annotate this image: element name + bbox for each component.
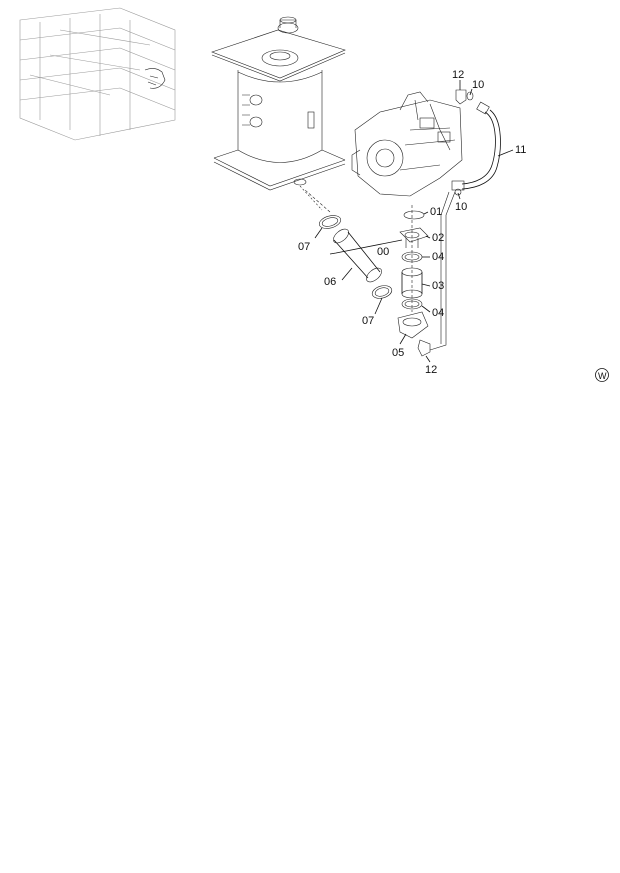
w-mark-letter: W — [598, 371, 607, 381]
suction-line-parts — [304, 189, 431, 357]
callout-07-right: 07 — [362, 315, 374, 327]
callout-04-bottom: 04 — [432, 307, 444, 319]
callout-10-mid: 10 — [455, 201, 467, 213]
w-mark-symbol: W — [595, 368, 609, 382]
callout-11: 11 — [515, 144, 526, 156]
callout-03: 03 — [432, 280, 444, 292]
frame-background-drawing — [19, 7, 176, 141]
callout-01: 01 — [430, 206, 442, 218]
callout-06: 06 — [324, 276, 336, 288]
hose-assembly — [451, 89, 501, 196]
pipe-line — [429, 191, 456, 351]
callout-10-top: 10 — [472, 79, 484, 91]
callout-07-left: 07 — [298, 241, 310, 253]
hydraulic-tank — [211, 16, 346, 211]
callout-05: 05 — [392, 347, 404, 359]
callout-12-top: 12 — [452, 69, 464, 81]
leader-lines — [314, 80, 514, 363]
callout-12-bottom: 12 — [425, 364, 437, 376]
callout-02: 02 — [432, 232, 444, 244]
callout-04-top: 04 — [432, 251, 444, 263]
hydraulic-pump — [351, 91, 463, 197]
callout-00: 00 — [377, 246, 389, 258]
